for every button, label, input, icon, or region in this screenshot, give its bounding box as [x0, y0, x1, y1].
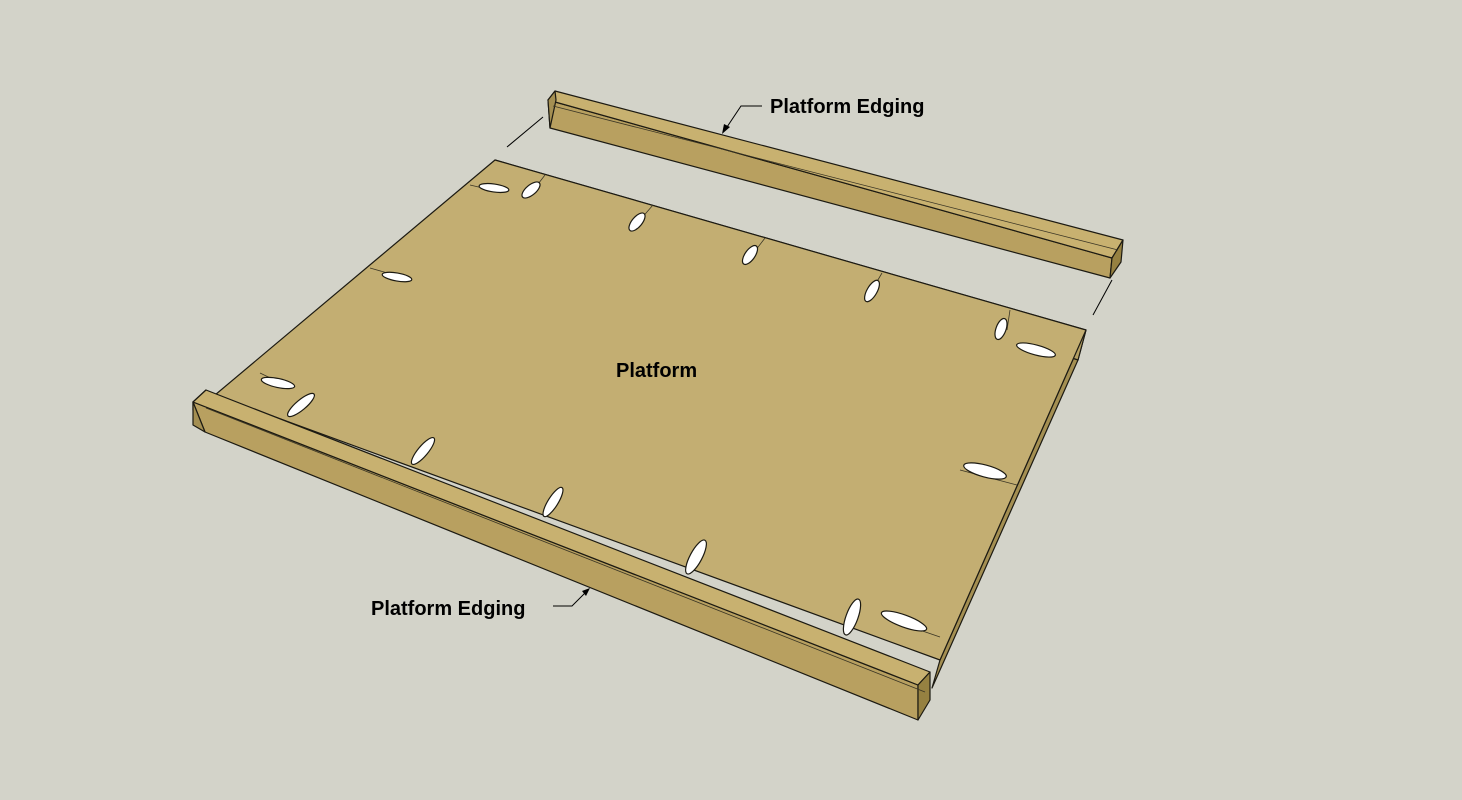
bottom-edging-board	[192, 389, 931, 721]
pocket-hole	[628, 212, 646, 232]
top-edging-leader-line	[724, 105, 762, 131]
alignment-line-left	[506, 116, 544, 148]
top-edging-groove-line	[552, 105, 1119, 251]
pocket-hole	[381, 271, 413, 283]
platform-label: Platform	[616, 360, 697, 382]
top-edging-callout: Platform Edging	[722, 96, 924, 134]
platform-top-surface	[214, 159, 1087, 661]
pocket-hole	[1016, 342, 1056, 358]
pocket-hole	[542, 486, 564, 518]
bottom-edging-left-cap	[192, 401, 206, 433]
top-edging-left-end	[547, 90, 557, 129]
pocket-hole	[286, 392, 316, 418]
pocket-hole	[521, 181, 541, 199]
top-edging-board	[547, 90, 1124, 279]
bottom-edging-right-end	[917, 671, 931, 721]
pocket-hole	[994, 317, 1008, 341]
bottom-edging-groove-line	[205, 407, 926, 693]
pocket-hole	[741, 244, 759, 266]
top-edging-leader-arrow	[722, 124, 730, 134]
bottom-edging-leader-line	[553, 591, 587, 607]
alignment-line-right	[1092, 279, 1113, 316]
bottom-edging-callout: Platform Edging	[371, 588, 590, 620]
pocket-hole	[864, 279, 880, 303]
pocket-hole	[410, 436, 436, 466]
pocket-hole	[963, 462, 1007, 480]
pocket-hole	[260, 376, 296, 390]
top-edging-label: Platform Edging	[770, 96, 924, 118]
bottom-edging-leader-arrow	[582, 588, 590, 596]
bottom-edging-label: Platform Edging	[371, 598, 525, 620]
platform-panel	[214, 159, 1087, 689]
top-edging-end-face	[1109, 239, 1124, 279]
pocket-hole	[880, 610, 928, 632]
pocket-hole	[685, 539, 707, 575]
pocket-hole	[478, 182, 510, 194]
pocket-hole	[842, 598, 862, 636]
pocket-holes	[260, 174, 1056, 636]
